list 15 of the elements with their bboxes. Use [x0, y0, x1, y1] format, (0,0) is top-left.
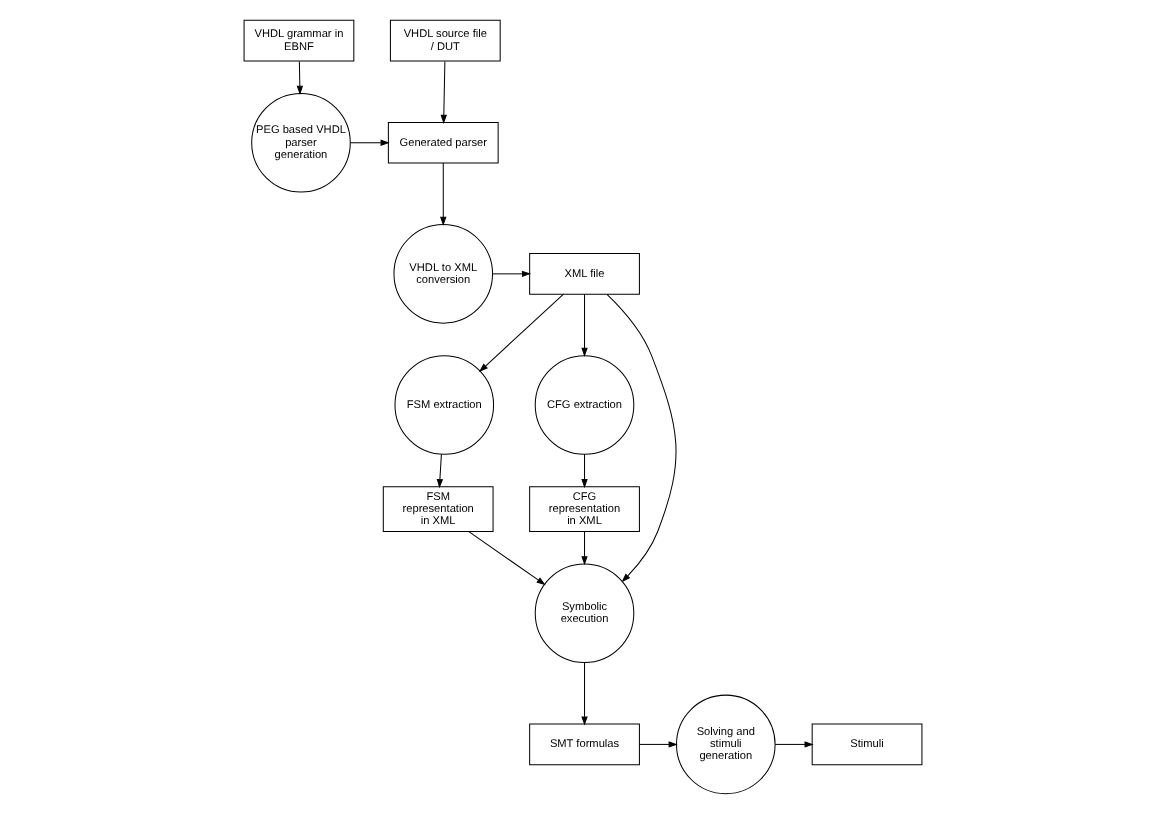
arrow: [637, 741, 677, 748]
arrow: [295, 60, 303, 95]
arrow: [478, 293, 564, 372]
arrow: [435, 453, 443, 489]
arrow: [580, 662, 587, 726]
arrow: [773, 741, 813, 748]
arrow: [605, 293, 676, 583]
arrow: [467, 531, 545, 586]
arrow: [348, 139, 389, 146]
arrow: [439, 60, 446, 124]
arrow: [580, 453, 587, 489]
arrow: [439, 162, 446, 226]
arrow: [580, 531, 587, 566]
arrow: [580, 293, 587, 357]
arrow: [491, 270, 531, 278]
